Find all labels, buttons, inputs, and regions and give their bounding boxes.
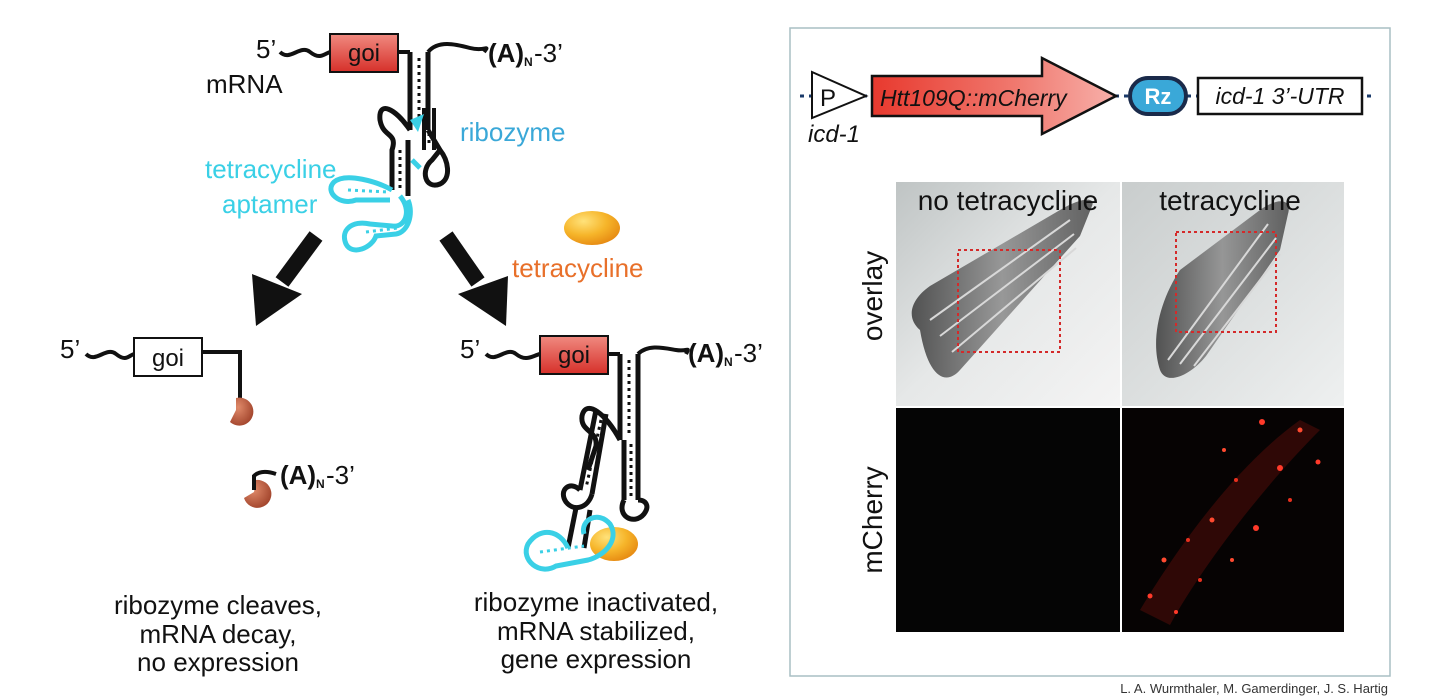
- pathway-arrows: [252, 231, 508, 326]
- col-header-no-tet: no tetracycline: [918, 185, 1099, 216]
- aptamer-label-line1: tetracycline: [205, 154, 337, 184]
- col-header-tet: tetracycline: [1159, 185, 1301, 216]
- tetracycline-ligand: [564, 211, 620, 245]
- right-long-pairs: [584, 419, 603, 489]
- right-lower-stem: [621, 440, 641, 500]
- top-construct: 5’ mRNA goi tetracycline aptamer ribozym…: [205, 33, 565, 253]
- left-outcome: 5’ goi (A) N -3’ ribozyme cleaves, mRNA …: [60, 334, 355, 677]
- right-arrow: [439, 231, 508, 326]
- top-goi-box: [329, 33, 399, 73]
- left-five-prime-label: 5’: [60, 334, 80, 364]
- left-caption-line2: mRNA decay,: [139, 619, 296, 649]
- mcherry-tet-signal: [1140, 419, 1321, 625]
- left-arrow: [252, 231, 323, 326]
- top-polya-A: (A): [488, 38, 524, 68]
- top-ribozyme-stem: [407, 52, 431, 130]
- experiment-panel: P icd-1 Htt109Q::mCherry Rz icd-1 3’-UTR: [789, 27, 1391, 677]
- worm-no-tet: [911, 199, 1093, 378]
- top-mrna-label: mRNA: [206, 69, 283, 99]
- right-5utr-line: [484, 350, 541, 361]
- right-ribozyme-stem: [617, 354, 641, 440]
- top-five-prime-label: 5’: [256, 34, 276, 64]
- utr-box: [1196, 76, 1364, 116]
- worm-tet: [1156, 201, 1289, 378]
- right-five-prime-label: 5’: [460, 334, 480, 364]
- top-goi-label: goi: [348, 40, 380, 67]
- right-polya-tail: -3’: [734, 338, 763, 368]
- left-5utr-line: [84, 350, 135, 361]
- cleavage-dash: [410, 158, 422, 170]
- right-caption-line3: gene expression: [501, 644, 692, 674]
- left-polya-tail: -3’: [326, 460, 355, 490]
- right-lower-strands: [565, 507, 593, 549]
- top-3prime-line: [426, 42, 489, 54]
- top-polya-N: N: [524, 55, 533, 69]
- aptamer-arm-2: [342, 194, 413, 253]
- utr-label: icd-1 3’-UTR: [1215, 83, 1344, 109]
- microscopy-grid: [896, 182, 1344, 632]
- left-goi-box: [133, 337, 203, 377]
- promoter-letter: P: [820, 85, 836, 112]
- right-polya-A: (A): [688, 338, 724, 368]
- right-small-loop: [560, 483, 595, 511]
- row-label-overlay: overlay: [857, 251, 888, 341]
- right-caption-line2: mRNA stabilized,: [497, 616, 695, 646]
- top-right-stem: [422, 108, 436, 150]
- right-caption: ribozyme inactivated, mRNA stabilized, g…: [474, 587, 718, 674]
- ribozyme-badge-label: Rz: [1145, 84, 1172, 109]
- left-goi-label: goi: [152, 345, 184, 372]
- aptamer-arm-1: [328, 175, 394, 204]
- right-polya-N: N: [724, 355, 733, 369]
- top-polya-tail: -3’: [534, 38, 563, 68]
- top-right-loop: [422, 128, 450, 188]
- promoter-name: icd-1: [808, 121, 860, 148]
- top-5utr-line: [278, 48, 331, 59]
- left-caption-line3: no expression: [137, 647, 299, 677]
- left-cleaved-strand: [202, 350, 242, 398]
- mcherry-no-tet-image: [896, 408, 1120, 632]
- right-aptamer: [523, 514, 616, 572]
- left-degradation-marker-2: [244, 479, 272, 508]
- right-long-stem: [577, 409, 609, 495]
- left-caption-line1: ribozyme cleaves,: [114, 590, 322, 620]
- fusion-gene-label: Htt109Q::mCherry: [880, 85, 1068, 111]
- ligand-label: tetracycline: [512, 253, 644, 283]
- author-credit: L. A. Wurmthaler, M. Gamerdinger, J. S. …: [1120, 681, 1388, 696]
- promoter-triangle: [811, 70, 869, 120]
- left-polya-A: (A): [280, 460, 316, 490]
- top-left-loop: [377, 106, 413, 190]
- overlay-tet-roi: [1175, 231, 1277, 333]
- fusion-gene-arrow: [870, 55, 1119, 137]
- row-label-mcherry: mCherry: [857, 466, 888, 573]
- right-caption-line1: ribozyme inactivated,: [474, 587, 718, 617]
- aptamer-label-line2: aptamer: [222, 189, 318, 219]
- right-goi-label: goi: [558, 342, 590, 369]
- aptamer-arm-1-pairs: [347, 188, 389, 194]
- left-caption: ribozyme cleaves, mRNA decay, no express…: [114, 590, 322, 677]
- left-polya-strand: [252, 470, 277, 490]
- aptamer-arm-2-pairs: [365, 226, 399, 234]
- right-bottom-loop: [619, 497, 650, 522]
- ribozyme-label: ribozyme: [460, 117, 565, 147]
- right-outcome: 5’ goi (A) N -3’ ribozyme inactivated, m…: [460, 334, 763, 674]
- cleavage-site-marker: [410, 114, 424, 132]
- ribozyme-badge: [1128, 76, 1188, 116]
- left-polya-N: N: [316, 477, 325, 491]
- right-3prime-line: [636, 345, 690, 356]
- left-degradation-marker-1: [230, 397, 254, 426]
- right-aptamer-pairs: [539, 544, 585, 554]
- overlay-no-tet-roi: [957, 249, 1061, 353]
